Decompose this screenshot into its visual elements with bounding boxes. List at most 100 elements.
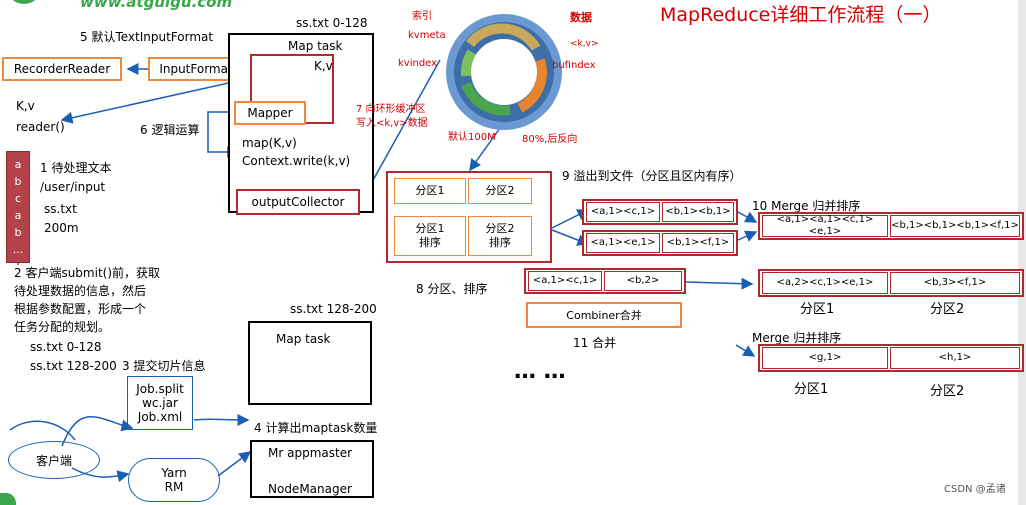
text-char: c xyxy=(14,192,22,205)
reader-label: reader() xyxy=(16,120,65,134)
maptask1-kv: K,v xyxy=(314,59,333,73)
client-node: 客户端 xyxy=(8,441,100,479)
text-char: a xyxy=(14,209,22,222)
ring-reverse-label: 80%,后反向 xyxy=(522,134,578,145)
bottom-left-decoration xyxy=(0,493,16,505)
left-kv-label: K,v xyxy=(16,99,35,113)
combiner-box: Combiner合并 xyxy=(526,302,682,328)
map-call: map(K,v) xyxy=(242,136,297,150)
step3-label: 3 提交切片信息 xyxy=(122,359,206,373)
step7-line2: 写入<k,v>数据 xyxy=(356,118,428,129)
merge-partition-2: <b,1><b,1><b,1><f,1> xyxy=(890,215,1020,237)
step7-line1: 7 向环形缓冲区 xyxy=(356,104,426,115)
rm-label: RM xyxy=(164,480,184,494)
step1-file: ss.txt xyxy=(44,202,77,216)
merge2-partition-1: <g,1> xyxy=(762,347,888,369)
merge2-result xyxy=(758,344,1024,372)
partition-2-sorted-cell: 分区2 排序 xyxy=(468,216,532,256)
maptask2-header: ss.txt 128-200 xyxy=(290,302,377,316)
mapper-label: Mapper xyxy=(247,106,293,120)
spill-file-2 xyxy=(582,230,738,256)
combiner-output-2: <b,3><f,1> xyxy=(890,272,1020,294)
merge2-title: Merge 归并排序 xyxy=(752,331,842,345)
nodemanager-label: NodeManager xyxy=(268,482,352,496)
wc-jar: wc.jar xyxy=(142,396,178,410)
output-collector-box: outputCollector xyxy=(236,189,360,215)
combiner-partition-2-label: 分区2 xyxy=(930,302,965,317)
step11-label: 11 合并 xyxy=(573,336,617,350)
combiner-input-1: <a,1><c,1> xyxy=(528,271,602,291)
appmaster-label: Mr appmaster xyxy=(268,446,353,460)
step2-line1: 2 客户端submit()前，获取 xyxy=(14,266,161,280)
step9-label: 9 溢出到文件（分区且区内有序） xyxy=(562,169,742,183)
recorder-reader-label: RecorderReader xyxy=(13,62,111,76)
split-info-2: ss.txt 128-200 xyxy=(30,359,117,373)
context-write: Context.write(k,v) xyxy=(242,154,351,168)
partition-2-sorted-label: 分区2 xyxy=(485,221,515,235)
step2-line4: 任务分配的规划。 xyxy=(14,320,111,334)
brand-text: www.atguigu.com xyxy=(80,0,233,11)
step1-path: /user/input xyxy=(40,180,106,194)
job-files-box: Job.split wc.jar Job.xml xyxy=(127,376,193,430)
text-char: ... xyxy=(12,243,24,256)
combiner-input xyxy=(524,268,686,294)
combiner-label: Combiner合并 xyxy=(566,309,642,322)
brand-logo: www.atguigu.com xyxy=(0,0,240,12)
ring-data-label: 数据 xyxy=(570,11,592,24)
partition-2-sorted-sub: 排序 xyxy=(489,236,511,249)
partition-1-label: 分区1 xyxy=(415,183,445,197)
client-label: 客户端 xyxy=(35,453,72,468)
spill-1-partition-2: <b,1><b,1> xyxy=(662,202,734,222)
step8-label: 8 分区、排序 xyxy=(416,282,488,296)
partition-2-label: 分区2 xyxy=(485,183,515,197)
step6-label: 6 逻辑运算 xyxy=(140,123,200,137)
merge2-partition-2-label: 分区2 xyxy=(930,384,965,399)
spill-2-partition-2: <b,1><f,1> xyxy=(662,233,734,253)
job-split: Job.split xyxy=(136,382,184,396)
input-format-label: InputFormat xyxy=(159,62,233,76)
partition-1-sorted-sub: 排序 xyxy=(419,236,441,249)
partition-1-sorted-label: 分区1 xyxy=(415,221,445,235)
ring-bufindex-label: bufindex xyxy=(552,60,596,71)
brand-circle-icon xyxy=(6,0,42,4)
step10-label: 10 Merge 归并排序 xyxy=(752,199,861,213)
page-title: MapReduce详细工作流程（一） xyxy=(660,4,942,26)
combiner-input-2: <b,2> xyxy=(604,271,682,291)
right-edge-bar xyxy=(1018,0,1026,505)
ring-kv-label: <k,v> xyxy=(570,39,599,49)
ring-kvmeta-label: kvmeta xyxy=(408,30,446,41)
spill-1-partition-1: <a,1><c,1> xyxy=(586,202,660,222)
maptask2-title: Map task xyxy=(276,332,331,346)
maptask2-box: Map task xyxy=(248,321,372,405)
step5-label: 5 默认TextInputFormat xyxy=(80,30,214,44)
maptask1-title: Map task xyxy=(288,39,343,53)
recorder-reader-box: RecorderReader xyxy=(2,57,122,81)
step1-label: 1 待处理文本 xyxy=(40,161,112,175)
output-collector-label: outputCollector xyxy=(251,195,345,209)
partition-1-cell: 分区1 xyxy=(394,178,466,204)
merge2-partition-1-label: 分区1 xyxy=(794,382,829,397)
step2-line3: 根据参数配置，形成一个 xyxy=(14,302,147,316)
combiner-output-1: <a,2><c,1><e,1> xyxy=(762,272,888,294)
step2-line2: 待处理数据的信息，然后 xyxy=(14,284,147,298)
step4-label: 4 计算出maptask数量 xyxy=(254,421,378,435)
combiner-partition-1-label: 分区1 xyxy=(800,302,835,317)
maptask1-header: ss.txt 0-128 xyxy=(296,16,368,30)
ring-index-label: 索引 xyxy=(412,11,432,22)
combiner-output xyxy=(758,269,1024,297)
step1-size: 200m xyxy=(44,221,79,235)
ring-default-label: 默认100M xyxy=(448,132,496,143)
yarn-label: Yarn xyxy=(161,466,187,480)
merge-partition-1: <a,1><a,1><c,1><e,1> xyxy=(762,214,888,237)
text-char: b xyxy=(14,226,22,239)
text-char: b xyxy=(14,175,22,188)
job-xml: Job.xml xyxy=(137,410,183,424)
watermark: CSDN @孟诸 xyxy=(944,484,1006,495)
partition-2-cell: 分区2 xyxy=(468,178,532,204)
spill-2-partition-1: <a,1><e,1> xyxy=(586,233,660,253)
appmaster-box: Mr appmaster NodeManager xyxy=(250,440,374,498)
ellipsis: … … xyxy=(514,359,566,384)
merge-result xyxy=(758,212,1024,240)
partition-box xyxy=(386,171,552,263)
